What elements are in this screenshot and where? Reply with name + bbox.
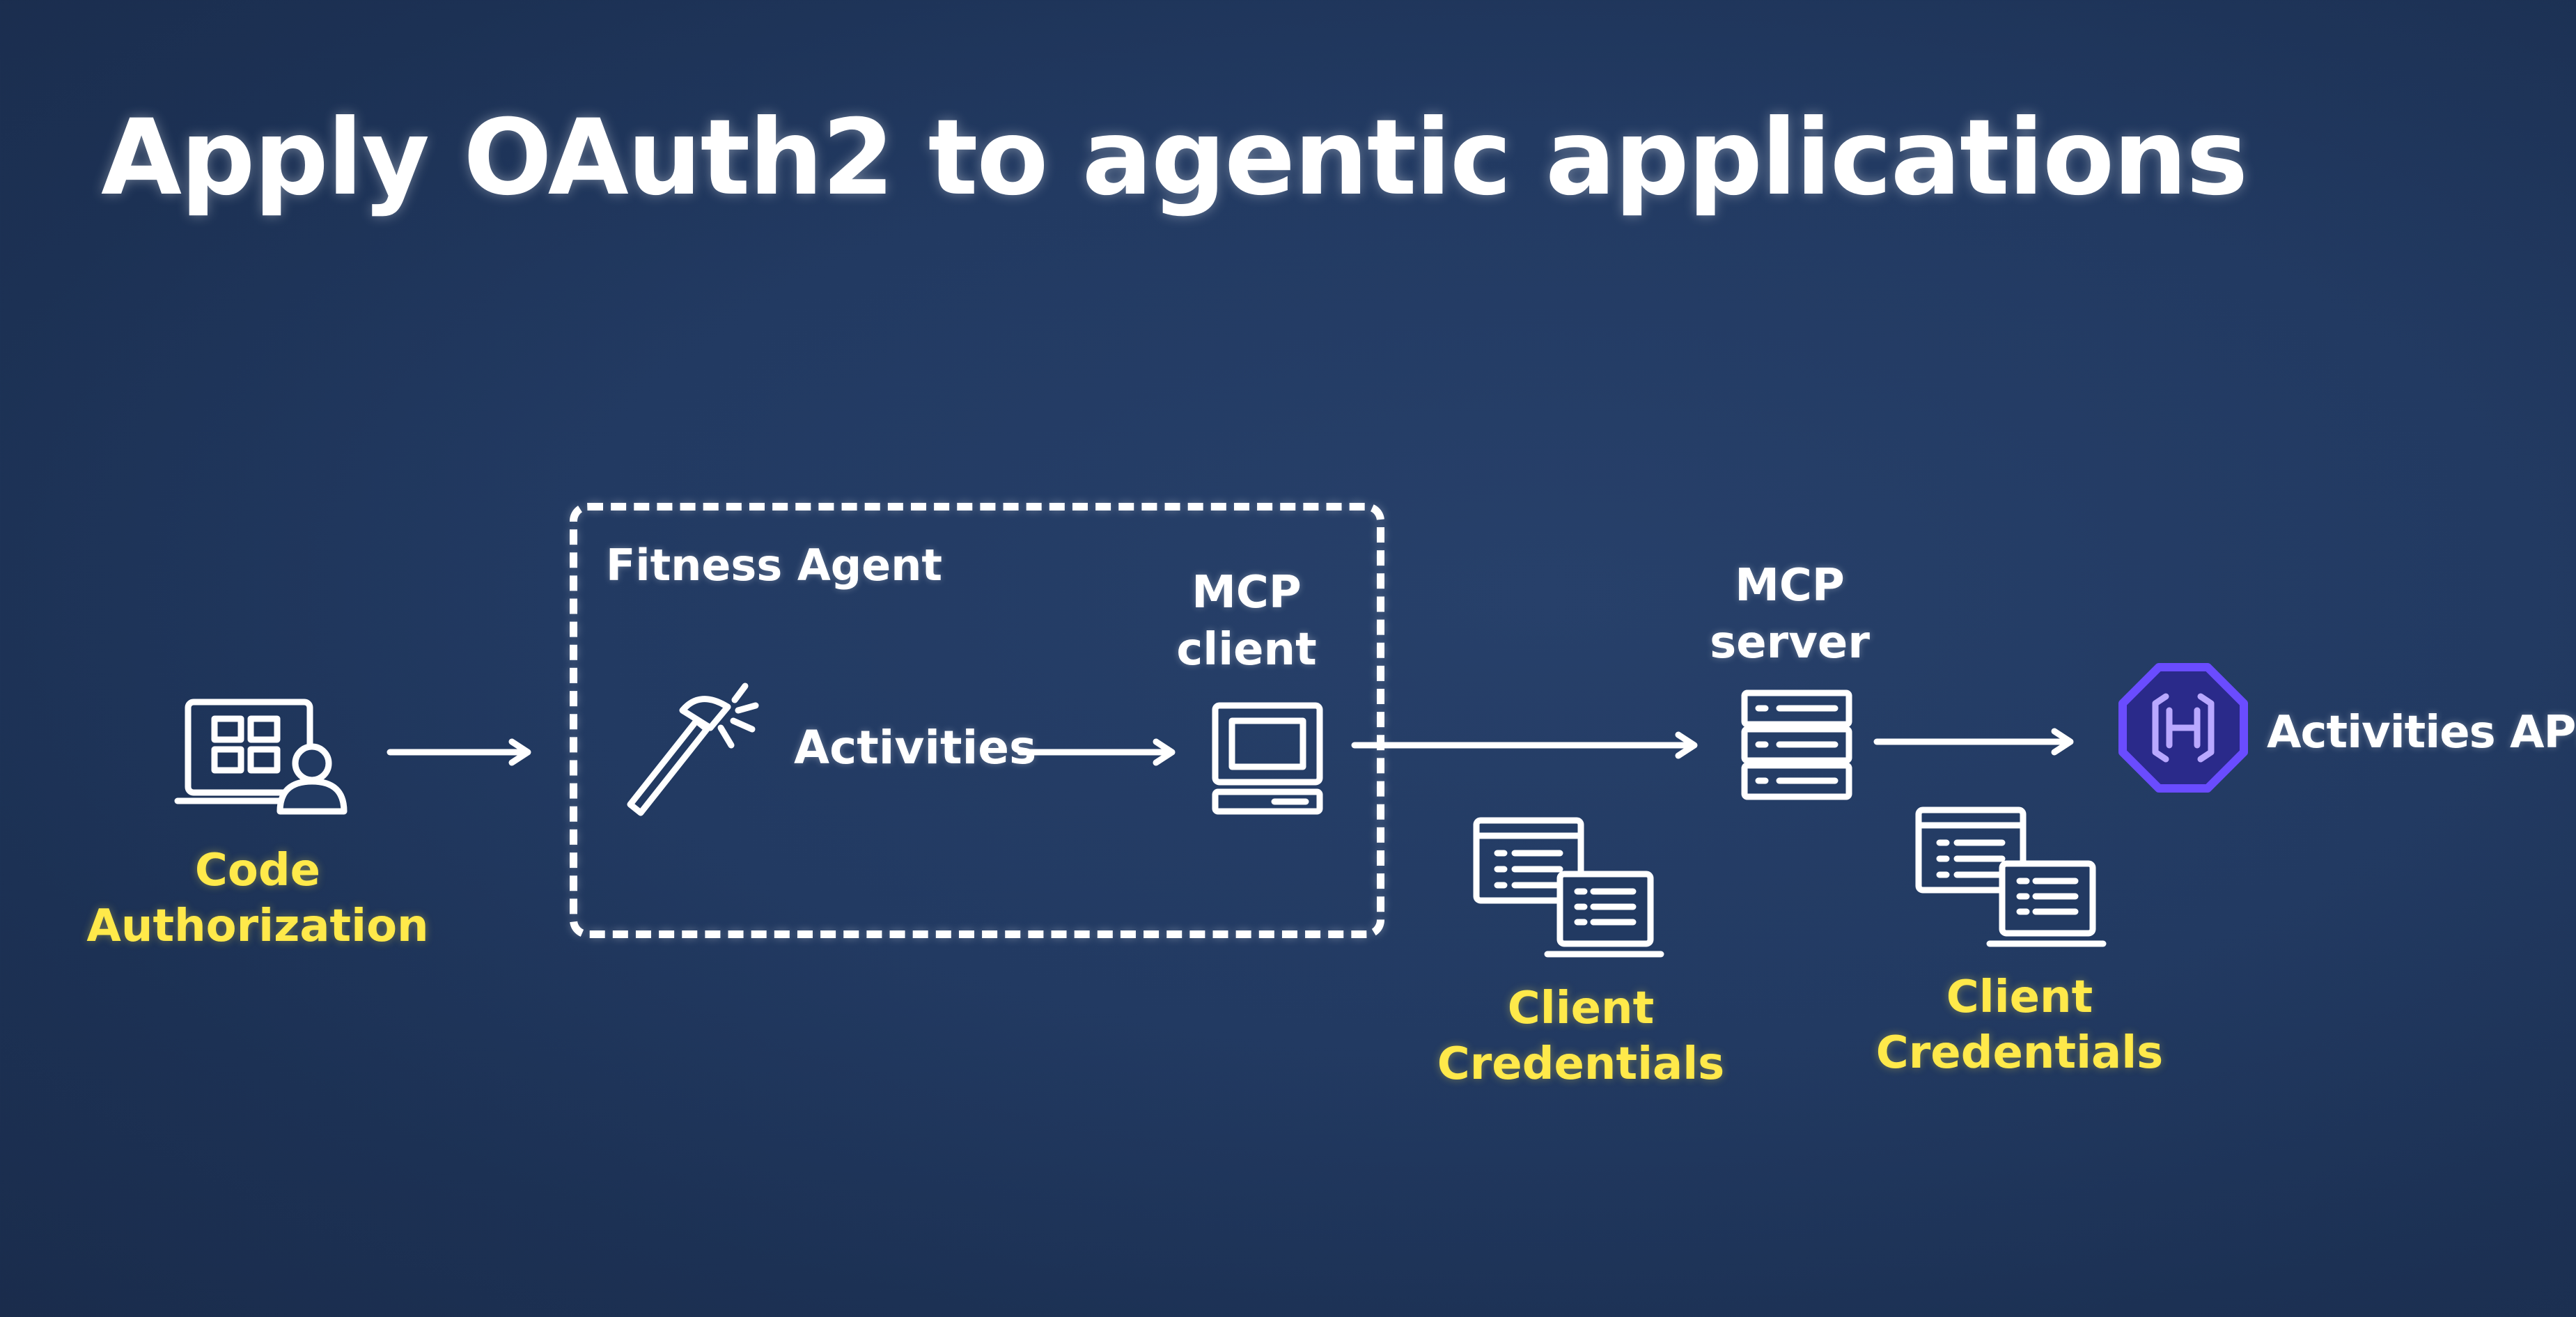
user-application-icon xyxy=(174,696,348,815)
mcp-client-label-line2: client xyxy=(1176,624,1317,676)
client-credentials-icon-1 xyxy=(1469,815,1664,968)
server-icon xyxy=(1738,686,1856,804)
client-credentials-label-2-line2: Credentials xyxy=(1875,1027,2164,1079)
client-credentials-label-2-line1: Client xyxy=(1946,972,2093,1023)
mcp-client-label-line1: MCP xyxy=(1192,567,1302,618)
code-authorization-label-line1: Code xyxy=(194,845,321,896)
code-authorization-label-line2: Authorization xyxy=(86,901,429,952)
hammer-tool-icon xyxy=(616,679,763,818)
mcp-client-label: MCP client xyxy=(1142,564,1351,678)
client-credentials-icon-2 xyxy=(1912,804,2107,958)
client-credentials-label-1-line2: Credentials xyxy=(1437,1038,1725,1090)
client-credentials-label-2: Client Credentials xyxy=(1866,969,2173,1081)
mcp-server-label-line1: MCP xyxy=(1735,560,1845,611)
computer-icon xyxy=(1208,700,1327,818)
arrow-mcp-server-to-api xyxy=(1873,728,2079,756)
arrow-activities-to-mcp-client xyxy=(1017,738,1180,766)
code-authorization-label: Code Authorization xyxy=(77,843,439,954)
mcp-server-label-line2: server xyxy=(1710,617,1870,669)
client-credentials-label-1: Client Credentials xyxy=(1428,981,1734,1092)
mcp-server-label: MCP server xyxy=(1685,557,1894,671)
activities-label: Activities xyxy=(794,721,1037,774)
slide-title: Apply OAuth2 to agentic applications xyxy=(101,98,2248,219)
fitness-agent-boundary xyxy=(570,503,1384,938)
arrow-user-to-agent xyxy=(387,738,536,766)
fitness-agent-label: Fitness Agent xyxy=(606,540,943,591)
activities-api-label: Activities API xyxy=(2267,707,2576,758)
api-gateway-icon xyxy=(2117,662,2249,794)
client-credentials-label-1-line1: Client xyxy=(1507,983,1655,1034)
arrow-mcp-client-to-server xyxy=(1351,731,1703,759)
